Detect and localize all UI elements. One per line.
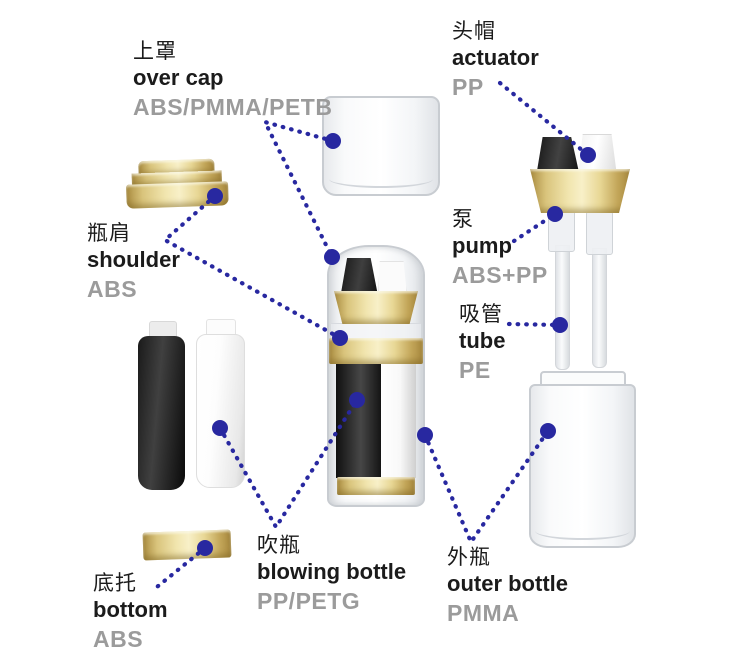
shoulder-ring-tier-bottom <box>125 181 229 209</box>
white-bottle-body <box>196 334 245 488</box>
shoulder-line <box>161 193 343 341</box>
shoulder-ring-part <box>125 158 229 210</box>
label-tube: 吸管 tube PE <box>459 303 505 384</box>
label-blowing-bottle: 吹瓶 blowing bottle PP/PETG <box>257 534 406 615</box>
assembled-bottle-part <box>327 245 425 507</box>
label-bottom-zh: 底托 <box>93 572 137 595</box>
pump-gold-collar <box>530 169 630 213</box>
bottle-gold-bottom-band <box>337 477 415 495</box>
label-over-cap: 上罩 over cap ABS/PMMA/PETB <box>133 40 332 121</box>
label-shoulder-material: ABS <box>87 275 138 302</box>
label-pump-material: ABS+PP <box>452 261 548 288</box>
label-actuator: 头帽 actuator PP <box>452 20 539 101</box>
inner-bottle-white-part <box>196 319 245 488</box>
label-shoulder-en: shoulder <box>87 246 180 272</box>
label-over-cap-en: over cap <box>133 64 224 90</box>
pump-stem-right <box>586 211 613 255</box>
label-actuator-material: PP <box>452 73 484 100</box>
label-tube-material: PE <box>459 356 491 383</box>
bottle-gold-flare <box>334 291 418 324</box>
pump-stem-left <box>548 208 575 252</box>
label-pump-en: pump <box>452 232 512 258</box>
outer-bottle-part <box>529 371 636 548</box>
label-outer-bottle-zh: 外瓶 <box>447 546 491 569</box>
label-actuator-zh: 头帽 <box>452 20 496 43</box>
label-tube-zh: 吸管 <box>459 303 503 326</box>
label-bottom-material: ABS <box>93 625 144 652</box>
label-blowing-bottle-zh: 吹瓶 <box>257 534 301 557</box>
label-over-cap-zh: 上罩 <box>133 40 177 63</box>
black-bottle-body <box>138 336 185 490</box>
label-outer-bottle-en: outer bottle <box>447 570 568 596</box>
label-tube-en: tube <box>459 327 506 353</box>
label-blowing-bottle-material: PP/PETG <box>257 587 361 614</box>
label-over-cap-material: ABS/PMMA/PETB <box>133 93 333 120</box>
label-blowing-bottle-en: blowing bottle <box>257 558 407 584</box>
label-shoulder-zh: 瓶肩 <box>87 222 131 245</box>
label-actuator-en: actuator <box>452 44 539 70</box>
label-bottom-en: bottom <box>93 596 168 622</box>
label-shoulder: 瓶肩 shoulder ABS <box>87 222 180 303</box>
bottle-white-actuator <box>378 261 407 295</box>
inner-bottle-black-part <box>138 321 185 490</box>
label-outer-bottle-material: PMMA <box>447 599 520 626</box>
bottle-black-actuator <box>341 258 378 293</box>
label-pump-zh: 泵 <box>452 208 474 231</box>
dip-tube-right <box>592 248 607 368</box>
label-bottom: 底托 bottom ABS <box>93 572 168 653</box>
over-cap-part <box>322 96 440 196</box>
dip-tube-left <box>555 245 570 370</box>
bottle-gold-shoulder-band <box>329 338 423 364</box>
outer-bottle-body <box>529 384 636 548</box>
label-pump: 泵 pump ABS+PP <box>452 208 548 289</box>
bottom-ring-part <box>142 529 232 561</box>
label-outer-bottle: 外瓶 outer bottle PMMA <box>447 546 568 627</box>
